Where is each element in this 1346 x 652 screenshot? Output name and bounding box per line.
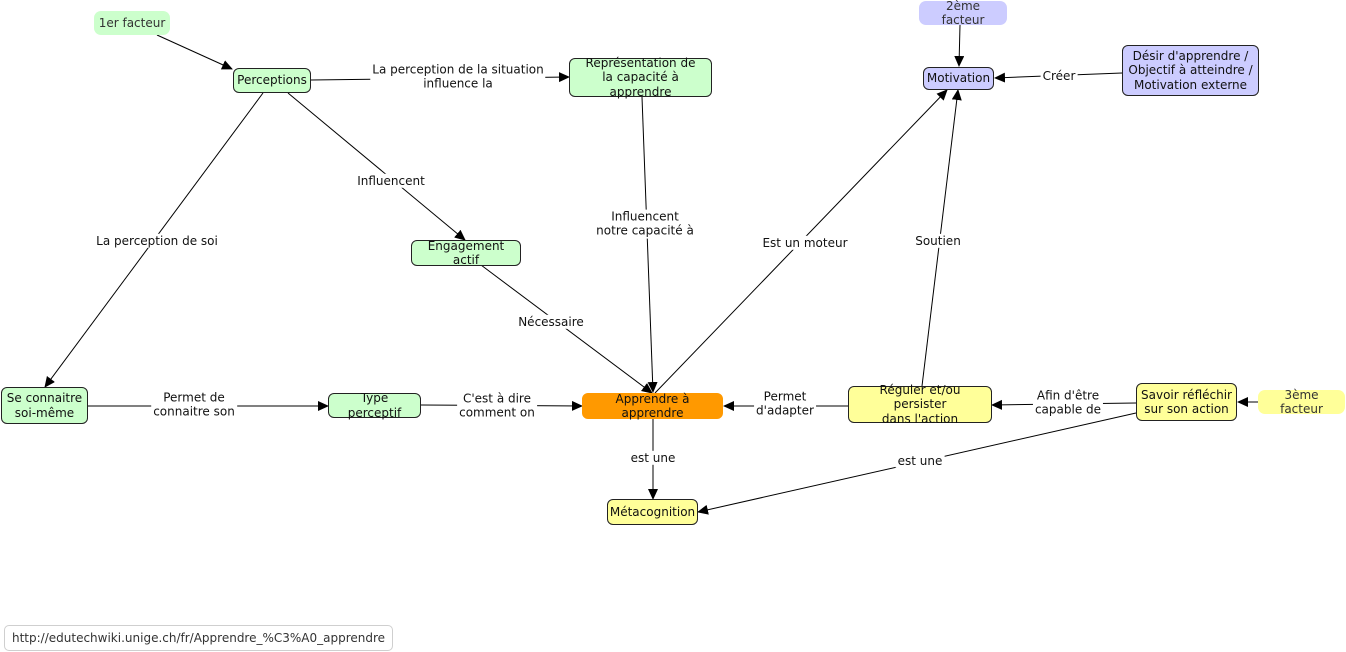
label-creer: Créer — [1040, 68, 1078, 84]
label-afin-de: Afin d'être capable de — [1032, 388, 1104, 418]
node-type-perceptif[interactable]: Type perceptif — [328, 391, 421, 420]
node-desir[interactable]: Désir d'apprendre / Objectif à atteindre… — [1122, 45, 1259, 96]
label-perception-situation: La perception de la situation influence … — [370, 62, 546, 92]
source-url[interactable]: http://edutechwiki.unige.ch/fr/Apprendre… — [4, 625, 394, 651]
edge-factor2-motivation — [954, 24, 965, 67]
label-necessaire: Nécessaire — [516, 314, 586, 330]
label-permet-connaitre: Permet de connaitre son — [151, 390, 237, 420]
edge-representation-apprendre — [641, 96, 658, 393]
label-est-une-apprendre: est une — [628, 450, 678, 466]
node-savoir[interactable]: Savoir réfléchir sur son action — [1136, 383, 1237, 421]
node-representation[interactable]: Représentation de la capacité à apprendr… — [569, 56, 712, 99]
label-influencent-capacite: Influencent notre capacité à — [594, 209, 696, 239]
label-cest-a-dire: C'est à dire comment on — [457, 391, 537, 421]
node-reguler[interactable]: Réguler et/ou persister dans l'action — [848, 383, 992, 426]
edge-perceptions-engagement — [287, 92, 466, 241]
node-factor3: 3ème facteur — [1258, 388, 1345, 416]
node-engagement[interactable]: Engagement actif — [411, 239, 521, 267]
node-se-connaitre[interactable]: Se connaitre soi-même — [1, 387, 88, 424]
node-apprendre[interactable]: Apprendre à apprendre — [582, 392, 723, 420]
node-perceptions[interactable]: Perceptions — [233, 68, 311, 93]
node-motivation[interactable]: Motivation — [923, 67, 994, 90]
label-soutien: Soutien — [913, 233, 963, 249]
node-factor2: 2ème facteur — [919, 0, 1007, 27]
node-factor1: 1er facteur — [94, 11, 170, 35]
label-est-une-savoir: est une — [895, 453, 945, 469]
node-metacognition[interactable]: Métacognition — [607, 499, 698, 525]
label-perception-soi: La perception de soi — [94, 233, 220, 249]
edge-factor1-perceptions — [156, 34, 233, 70]
label-permet-adapter: Permet d'adapter — [754, 389, 816, 419]
label-influencent: Influencent — [355, 173, 427, 189]
label-est-un-moteur: Est un moteur — [760, 235, 850, 251]
